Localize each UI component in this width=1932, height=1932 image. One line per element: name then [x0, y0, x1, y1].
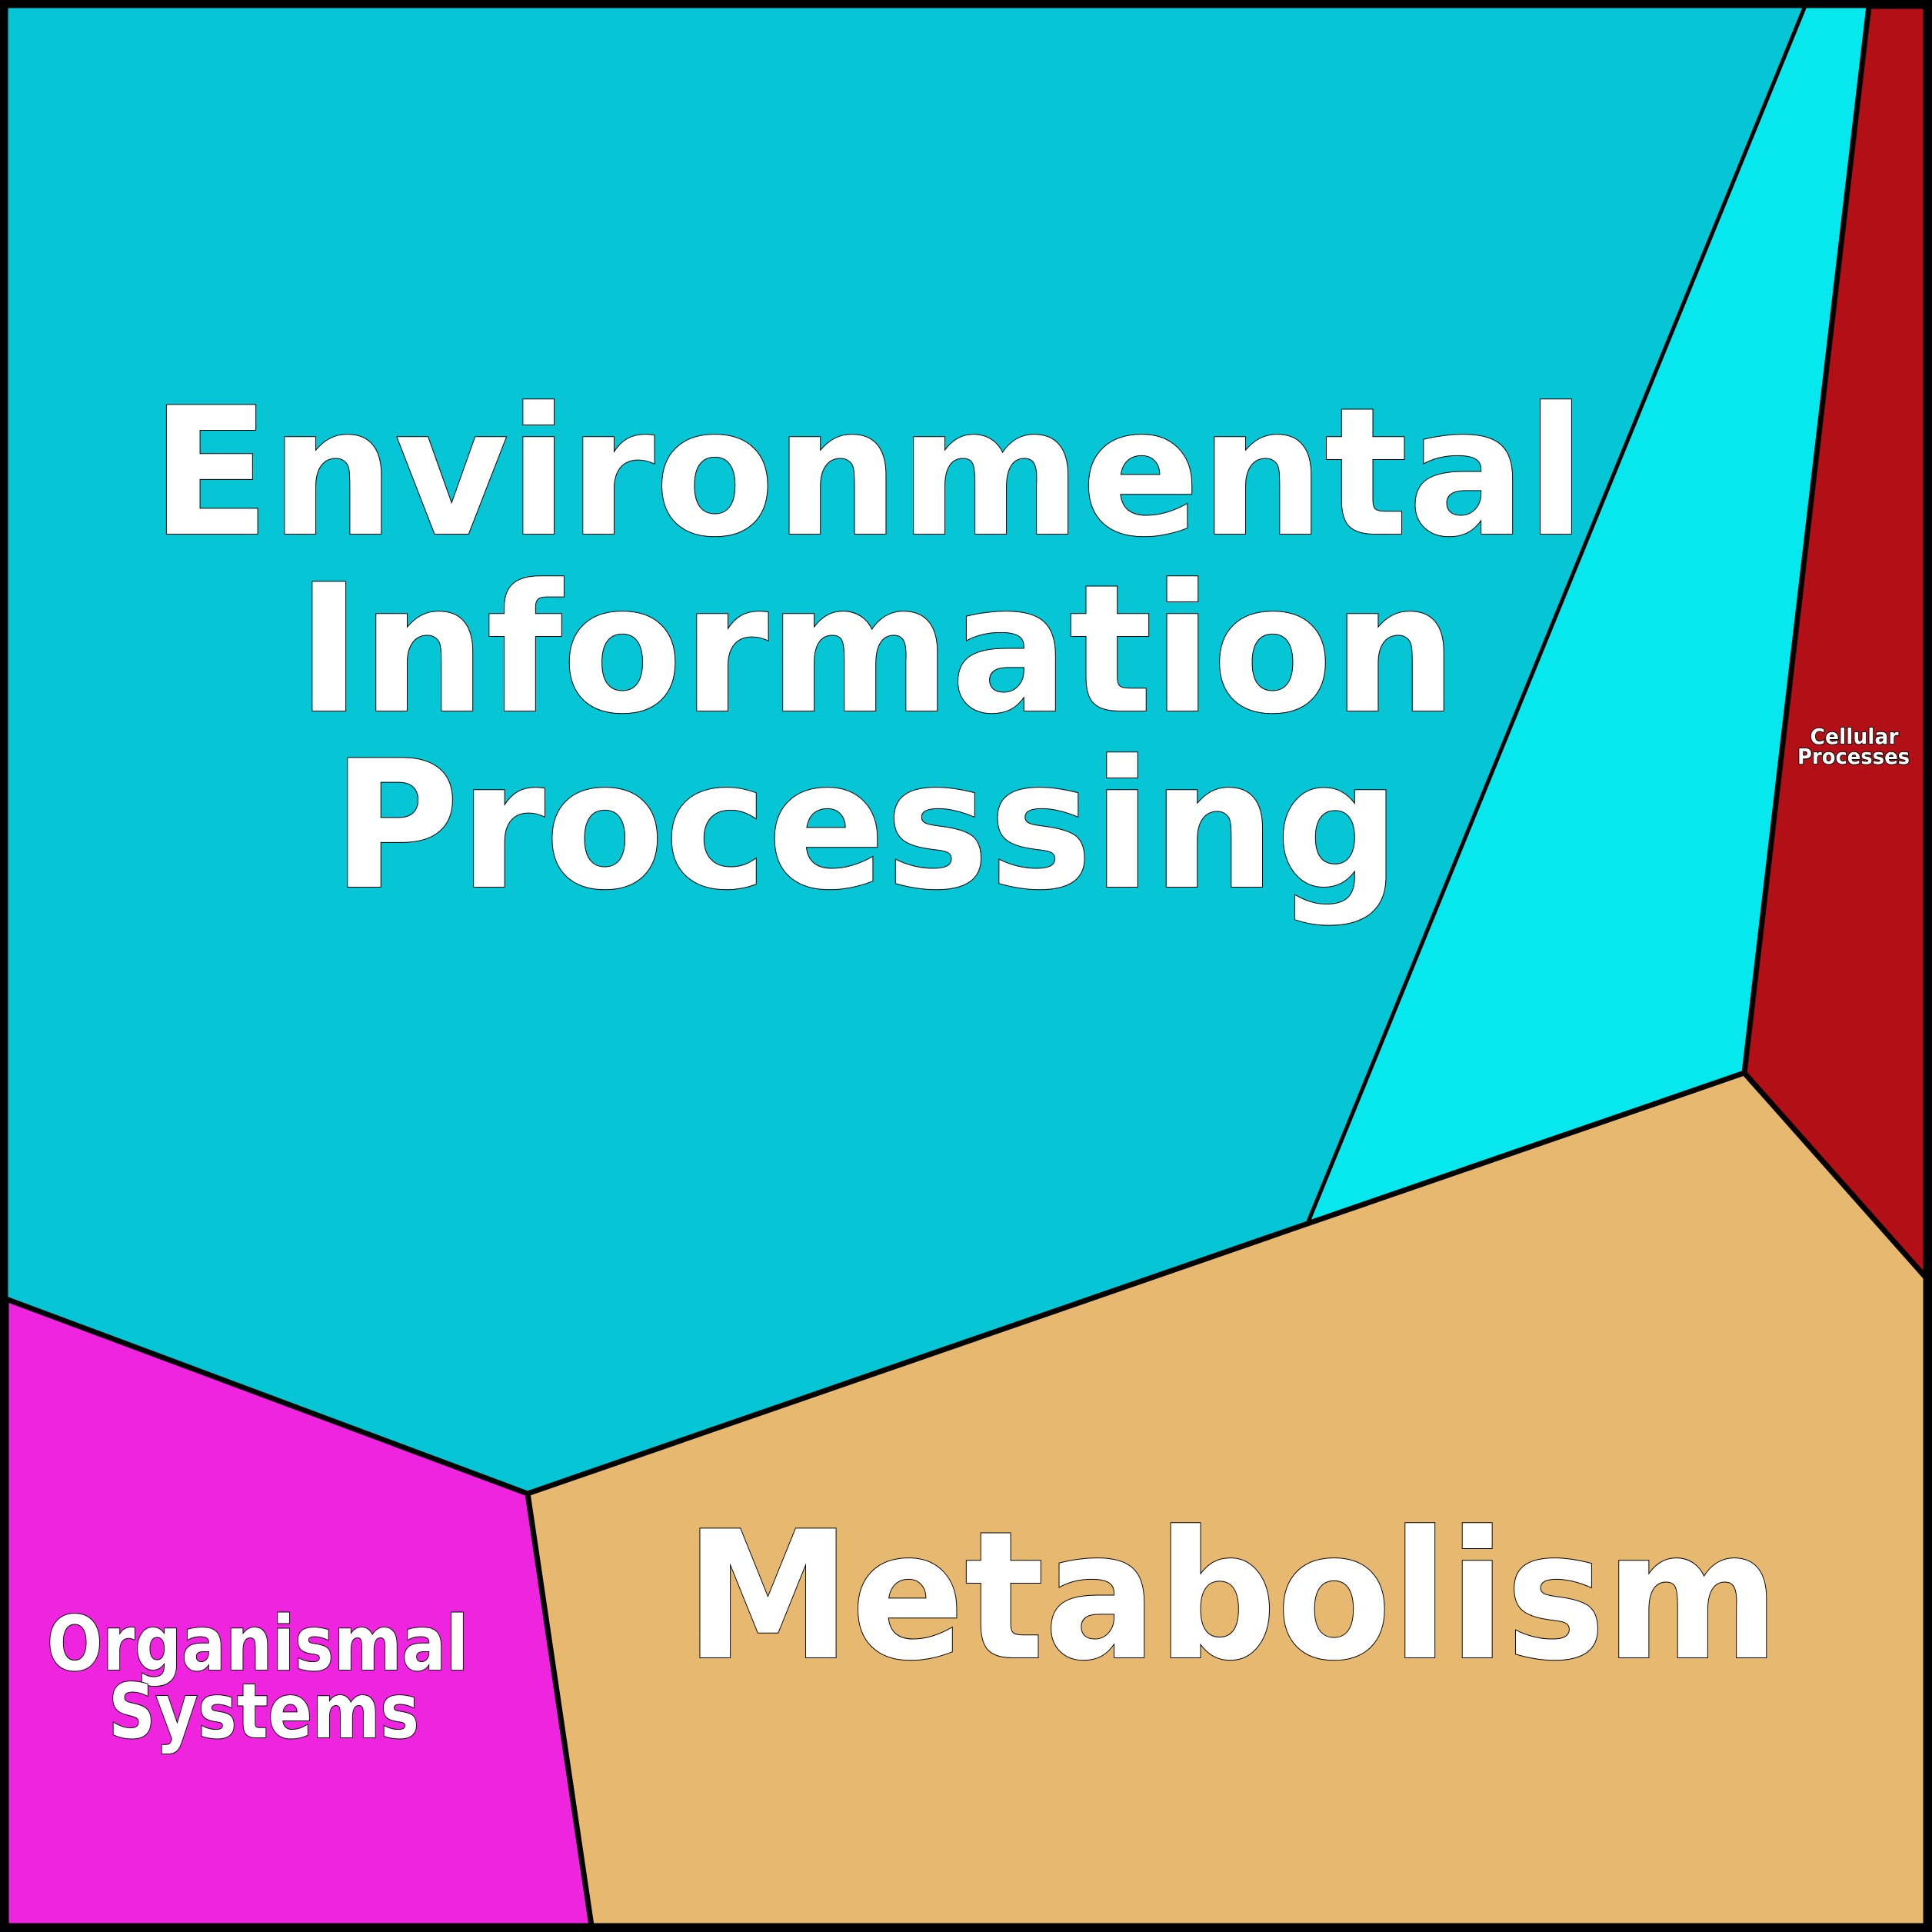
label-metabolism: Metabolism — [685, 1494, 1780, 1700]
label-environmental-line3: Processing — [332, 724, 1401, 929]
label-cellular-line2: Processes — [1797, 744, 1910, 769]
label-cellular-line1: Cellular — [1810, 724, 1899, 749]
label-organismal-line1: Organismal — [47, 1601, 468, 1688]
label-environmental-line1: Environmental — [151, 371, 1586, 576]
label-environmental-line2: Information — [297, 548, 1457, 753]
label-organismal-line2: Systems — [108, 1668, 419, 1756]
